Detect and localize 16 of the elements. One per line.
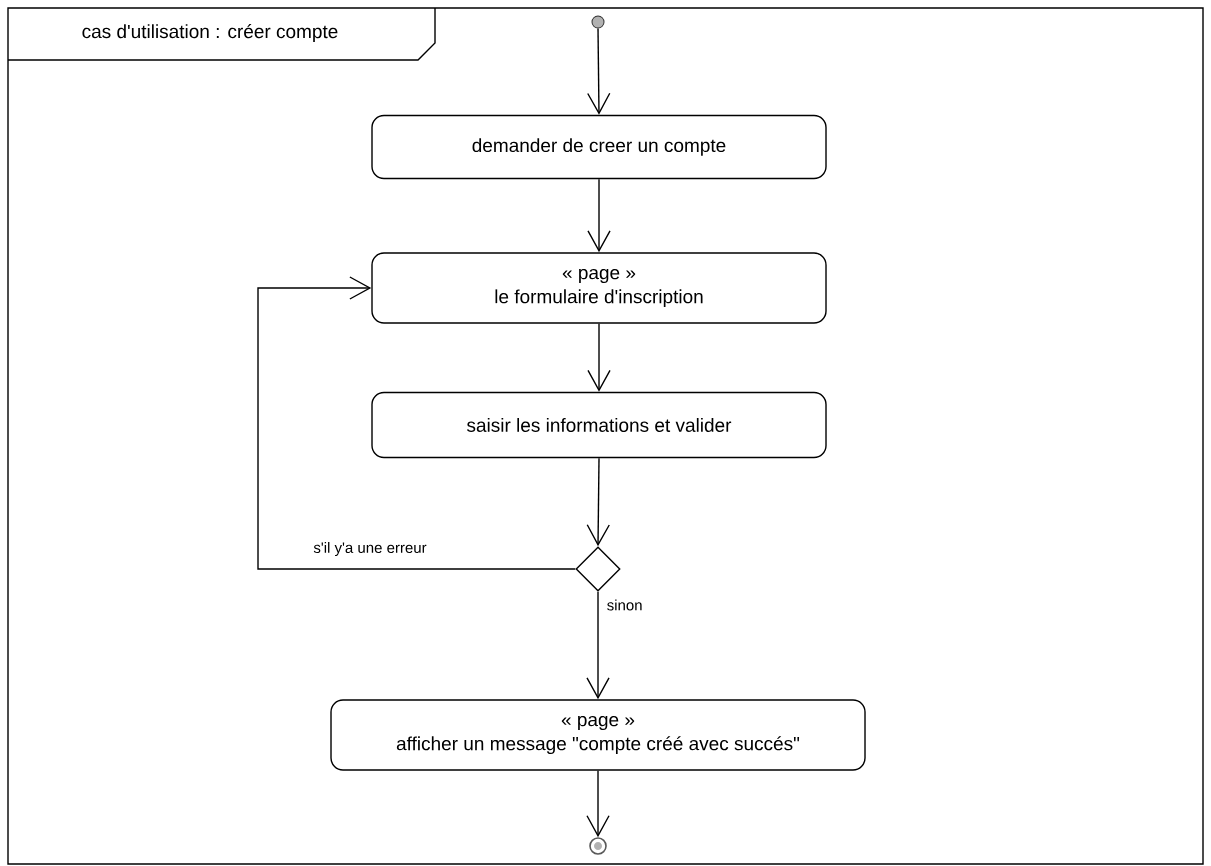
- arrow: [257, 276, 576, 570]
- arrow: [587, 323, 611, 392]
- initial-node: [591, 15, 605, 29]
- action-box: « page » afficher un message "compte créé avec succés": [330, 699, 866, 771]
- arrow: [586, 457, 610, 547]
- edge-label: s'il y'a une erreur: [312, 541, 428, 557]
- final-node: [589, 837, 607, 855]
- arrow: [586, 770, 610, 838]
- arrow: [587, 178, 611, 253]
- arrow: [587, 27, 611, 115]
- edge-label: sinon: [605, 598, 644, 612]
- decision-diamond: [575, 546, 621, 592]
- action-box: demander de creer un compte: [371, 114, 827, 180]
- action-box: « page » le formulaire d'inscription: [371, 252, 827, 324]
- action-box: saisir les informations et valider: [371, 391, 827, 459]
- arrow: [586, 591, 610, 700]
